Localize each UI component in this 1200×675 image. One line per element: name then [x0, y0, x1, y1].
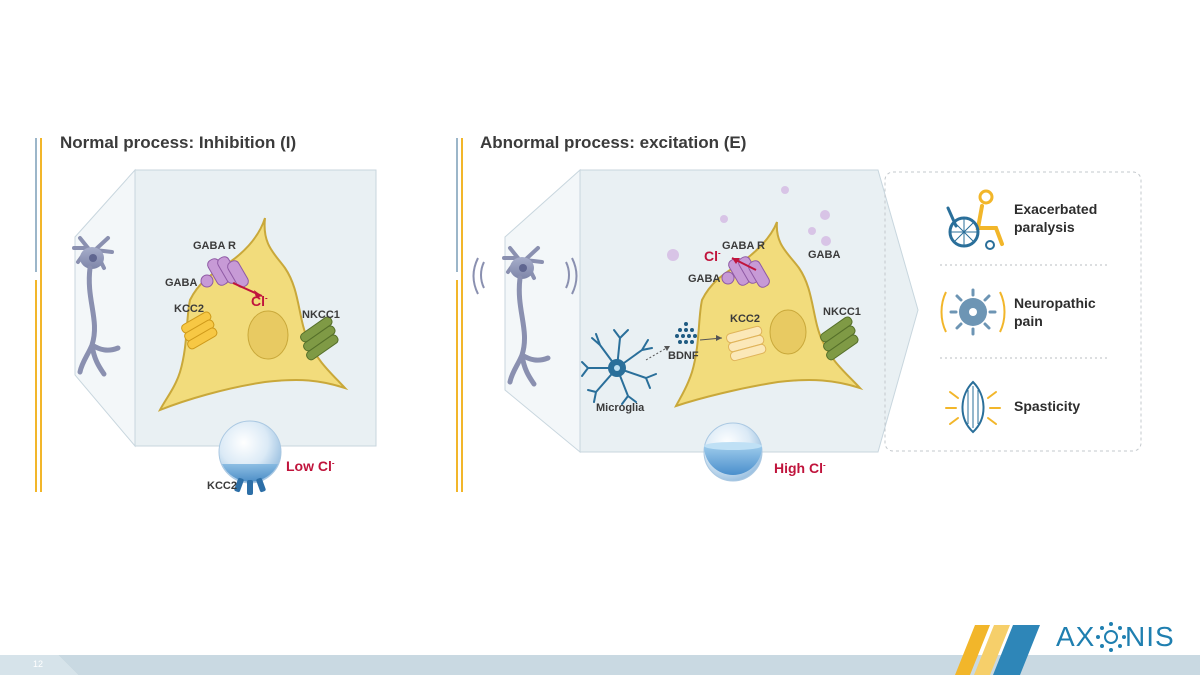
microglia-to-bdnf-arrowhead: [664, 346, 670, 351]
left-gaba-receptor: [200, 256, 263, 298]
left-accent-bars: [35, 138, 42, 492]
logo-stripes: [955, 625, 1040, 675]
left-kcc2-transporter: [181, 311, 218, 350]
bdnf-particles: [675, 322, 697, 344]
muscle-icon: [945, 380, 1001, 434]
bdnf-label: BDNF: [668, 350, 699, 362]
left-bulb-kcc2-label: KCC2: [207, 480, 237, 492]
right-nkcc1-label: NKCC1: [823, 306, 861, 318]
logo-text-left: AX: [1056, 621, 1096, 652]
page-number: 12: [33, 659, 44, 669]
right-gaba-label: GABA: [688, 273, 721, 285]
right-small-neuron: [472, 246, 578, 387]
left-nkcc1-transporter: [300, 316, 339, 361]
left-chloride-label: Cl-: [251, 293, 268, 309]
outcomes-box: [884, 171, 1142, 452]
logo-o-mark: [1096, 622, 1126, 652]
left-nkcc1-label: NKCC1: [302, 309, 340, 321]
bdnf-to-kcc2-arrowhead: [716, 335, 722, 341]
wheelchair-icon: [946, 189, 1004, 250]
left-panel-title: Normal process: Inhibition (I): [60, 133, 297, 152]
right-chloride-label: Cl-: [704, 248, 721, 264]
footer-band: [0, 655, 1200, 675]
right-gaba-receptor-label: GABA R: [722, 240, 765, 252]
logo-text-right: NIS: [1125, 621, 1175, 652]
microglia-nucleus: [614, 365, 620, 371]
right-kcc2-label: KCC2: [730, 313, 760, 325]
low-chloride-label: Low Cl-: [286, 458, 335, 474]
left-chloride-bulb: [218, 420, 282, 495]
floating-gaba-label: GABA: [808, 249, 841, 261]
microglia-label: Microglia: [596, 402, 645, 414]
right-nkcc1-transporter: [820, 316, 859, 361]
right-accent-bars: [456, 138, 463, 492]
right-soma: [674, 221, 864, 408]
right-panel-title: Abnormal process: excitation (E): [480, 133, 747, 152]
right-gaba-receptor: [721, 256, 770, 288]
left-small-neuron: [72, 236, 121, 377]
floating-gaba-molecules: [667, 186, 831, 261]
right-chloride-bulb: [703, 422, 763, 482]
left-kcc2-label: KCC2: [174, 303, 204, 315]
high-chloride-label: High Cl-: [774, 460, 826, 476]
right-kcc2-transporter-faded: [725, 325, 767, 362]
left-soma: [157, 217, 349, 412]
nerve-pain-icon: [940, 288, 1006, 336]
outcome-spasticity-label: Spasticity: [1014, 398, 1081, 414]
left-gaba-label: GABA: [165, 277, 198, 289]
left-gaba-receptor-label: GABA R: [193, 240, 236, 252]
microglia-to-bdnf-arrow: [645, 345, 671, 361]
